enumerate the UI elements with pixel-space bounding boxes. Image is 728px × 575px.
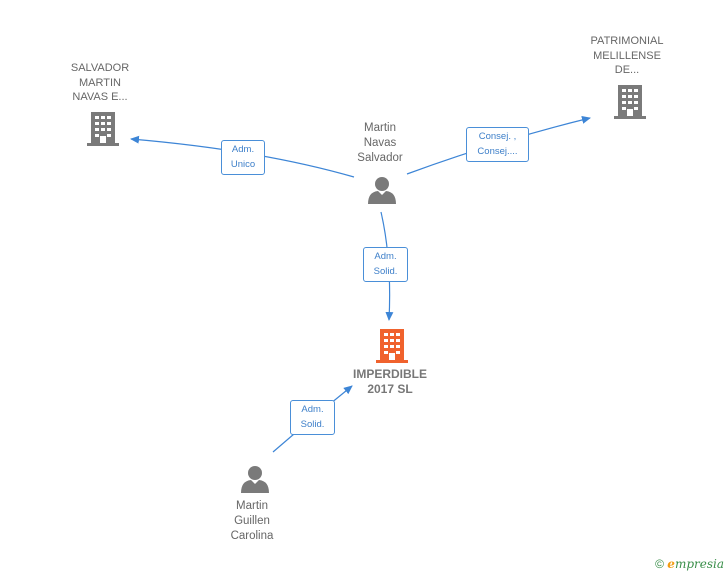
edge-label-adm-unico: Adm. Unico: [221, 140, 265, 175]
copyright-icon: ©: [655, 557, 664, 571]
person-icon[interactable]: [368, 177, 396, 204]
copyright-footer[interactable]: © empresia: [655, 557, 724, 571]
edge-label-consej: Consej. , Consej....: [466, 127, 529, 162]
edge-label-adm-solid-bottom: Adm. Solid.: [290, 400, 335, 435]
empresia-logo: empresia: [667, 557, 724, 571]
building-icon-main[interactable]: [376, 329, 408, 363]
building-icon[interactable]: [614, 85, 646, 119]
node-label-salvador-martin-navas[interactable]: SALVADOR MARTIN NAVAS E...: [70, 62, 130, 103]
node-label-martin-navas-salvador[interactable]: Martin Navas Salvador: [357, 122, 403, 164]
node-label-martin-guillen-carolina[interactable]: Martin Guillen Carolina: [230, 500, 274, 542]
person-icon[interactable]: [241, 466, 269, 493]
node-label-patrimonial-melillense[interactable]: PATRIMONIAL MELILLENSE DE...: [590, 35, 664, 76]
node-label-imperdible[interactable]: IMPERDIBLE 2017 SL: [352, 367, 427, 396]
edge-label-adm-solid-top: Adm. Solid.: [363, 247, 408, 282]
building-icon[interactable]: [87, 112, 119, 146]
